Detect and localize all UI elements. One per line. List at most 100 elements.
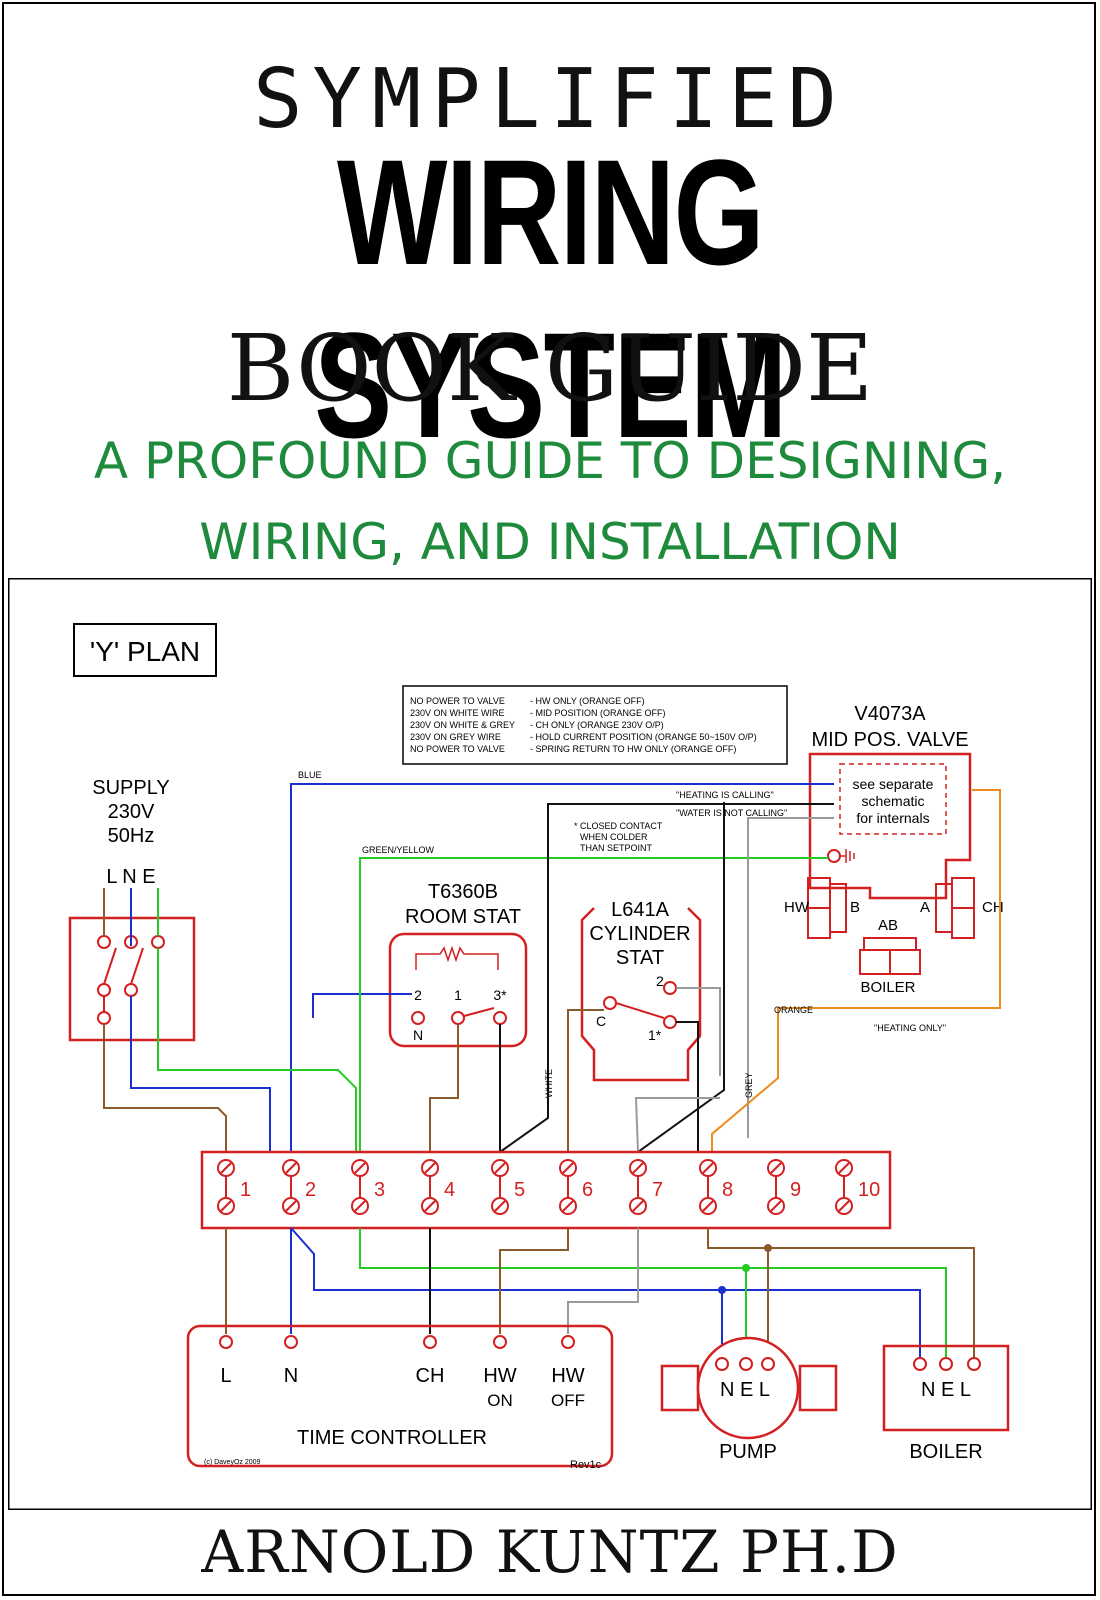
title-line-3: BOOK GUIDE xyxy=(226,315,874,422)
tc-terminal-hw-on: HW xyxy=(483,1365,516,1387)
valve-internals-2: for internals xyxy=(856,810,929,826)
terminal-block xyxy=(200,1150,892,1230)
label-heating-only: "HEATING ONLY" xyxy=(874,1023,946,1033)
cylinder-stat-t2: 2 xyxy=(656,973,664,989)
terminal-number: 1 xyxy=(240,1179,251,1201)
terminal-screw-slot xyxy=(220,1162,232,1174)
wires-lower xyxy=(225,1227,975,1358)
terminal-screw-slot xyxy=(838,1200,850,1212)
supply-label-2: 50Hz xyxy=(108,825,155,847)
terminal-screw-slot xyxy=(770,1200,782,1212)
label-white: WHITE xyxy=(544,1069,554,1098)
legend-right-2: - CH ONLY (ORANGE 230V O/P) xyxy=(530,720,664,730)
valve-a-label: A xyxy=(920,899,930,916)
tc-sublabel-on: ON xyxy=(487,1391,513,1410)
cylinder-stat-c: C xyxy=(596,1013,606,1029)
legend-left-4: NO POWER TO VALVE xyxy=(410,744,505,754)
valve-b-label: B xyxy=(850,899,860,916)
terminal-number: 2 xyxy=(305,1179,316,1201)
legend-right-4: - SPRING RETURN TO HW ONLY (ORANGE OFF) xyxy=(530,744,736,754)
label-water-not-calling: "WATER IS NOT CALLING" xyxy=(676,808,787,818)
boiler: N E L BOILER xyxy=(882,1344,1010,1463)
valve-hw-label: HW xyxy=(784,899,810,916)
terminal-screw-slot xyxy=(285,1200,297,1212)
terminal-screw-slot xyxy=(702,1162,714,1174)
pump: N E L PUMP xyxy=(660,1336,838,1463)
legend-right-3: - HOLD CURRENT POSITION (ORANGE 50~150V … xyxy=(530,732,757,742)
terminal-screw-slot xyxy=(770,1162,782,1174)
subtitle-line-2: WIRING, AND INSTALLATION xyxy=(199,513,901,571)
terminal-screw-slot xyxy=(220,1200,232,1212)
room-stat-t2: 2 xyxy=(414,987,422,1003)
wires-upper xyxy=(103,783,1001,1153)
legend-left-3: 230V ON GREY WIRE xyxy=(410,732,501,742)
supply-label-0: SUPPLY xyxy=(92,777,169,799)
terminal-number: 4 xyxy=(444,1179,455,1201)
terminal-number: 9 xyxy=(790,1179,801,1201)
room-stat-n: N xyxy=(413,1027,423,1043)
terminal-screw-slot xyxy=(562,1200,574,1212)
time-controller: L N CH HW HW ON OFF TIME CONTROLLER (c) … xyxy=(186,1324,614,1471)
tc-name: TIME CONTROLLER xyxy=(297,1427,487,1449)
terminal-screw-slot xyxy=(702,1200,714,1212)
pump-name: PUMP xyxy=(719,1441,777,1463)
tc-copyright: (c) DaveyOz 2009 xyxy=(204,1459,261,1466)
room-stat-name: ROOM STAT xyxy=(405,906,521,928)
terminal-screw-slot xyxy=(562,1162,574,1174)
tc-terminal-hw-off: HW xyxy=(551,1365,584,1387)
boiler-name: BOILER xyxy=(909,1441,982,1463)
terminal-screw-slot xyxy=(494,1162,506,1174)
legend-right-0: - HW ONLY (ORANGE OFF) xyxy=(530,696,645,706)
terminal-number: 3 xyxy=(374,1179,385,1201)
room-stat-t3: 3* xyxy=(493,987,507,1003)
title-line-2: WIRING SYSTEM xyxy=(314,128,787,469)
terminal-screw-slot xyxy=(838,1162,850,1174)
legend-right-1: - MID POSITION (ORANGE OFF) xyxy=(530,708,666,718)
tc-sublabel-off: OFF xyxy=(551,1391,585,1410)
label-closed-contact-2: THAN SETPOINT xyxy=(580,843,653,853)
cylinder-stat-name-2: STAT xyxy=(616,947,664,969)
legend-left-0: NO POWER TO VALVE xyxy=(410,696,505,706)
valve-internals-0: see separate xyxy=(853,776,934,792)
legend-left-1: 230V ON WHITE WIRE xyxy=(410,708,505,718)
terminal-screw-slot xyxy=(354,1162,366,1174)
valve-ch-label: CH xyxy=(982,899,1004,916)
cylinder-stat-model: L641A xyxy=(611,899,669,921)
mid-position-valve: V4073A MID POS. VALVE see separate schem… xyxy=(784,703,1004,996)
tc-terminal-l: L xyxy=(220,1365,231,1387)
terminal-number: 5 xyxy=(514,1179,525,1201)
legend-box: NO POWER TO VALVE 230V ON WHITE WIRE 230… xyxy=(402,685,788,765)
valve-ab-label: AB xyxy=(878,917,898,934)
wiring-diagram: 'Y' PLAN NO POWER TO VALVE 230V ON WHITE… xyxy=(8,578,1092,1510)
supply-label-1: 230V xyxy=(108,801,155,823)
cylinder-stat-name-1: CYLINDER xyxy=(589,923,690,945)
valve-model: V4073A xyxy=(854,703,926,725)
terminal-number: 7 xyxy=(652,1179,663,1201)
label-closed-contact-1: WHEN COLDER xyxy=(580,832,648,842)
label-grey: GREY xyxy=(744,1072,754,1098)
terminal-number: 8 xyxy=(722,1179,733,1201)
terminal-number: 6 xyxy=(582,1179,593,1201)
terminal-screw-slot xyxy=(632,1200,644,1212)
boiler-terminals: N E L xyxy=(921,1379,971,1401)
terminal-screw-slot xyxy=(424,1200,436,1212)
room-stat-model: T6360B xyxy=(428,881,498,903)
label-closed-contact-0: * CLOSED CONTACT xyxy=(574,821,663,831)
wire-junctions xyxy=(718,1244,772,1294)
valve-name: MID POS. VALVE xyxy=(811,729,968,751)
label-heating-calling: "HEATING IS CALLING" xyxy=(676,790,774,800)
cylinder-stat-t1: 1* xyxy=(648,1027,662,1043)
title-line-1: SYMPLIFIED xyxy=(253,52,847,147)
terminal-screw-slot xyxy=(424,1162,436,1174)
subtitle-line-1: A PROFOUND GUIDE TO DESIGNING, xyxy=(93,432,1007,490)
supply-terminals: L N E xyxy=(106,866,155,888)
terminal-screw-slot xyxy=(354,1200,366,1212)
label-orange: ORANGE xyxy=(774,1005,813,1015)
terminal-screw-slot xyxy=(285,1162,297,1174)
terminal-screw-slot xyxy=(494,1200,506,1212)
tc-terminal-ch: CH xyxy=(416,1365,445,1387)
wire-labels: BLUE GREEN/YELLOW "HEATING IS CALLING" "… xyxy=(298,770,946,1098)
plan-label-box: 'Y' PLAN xyxy=(73,623,217,677)
